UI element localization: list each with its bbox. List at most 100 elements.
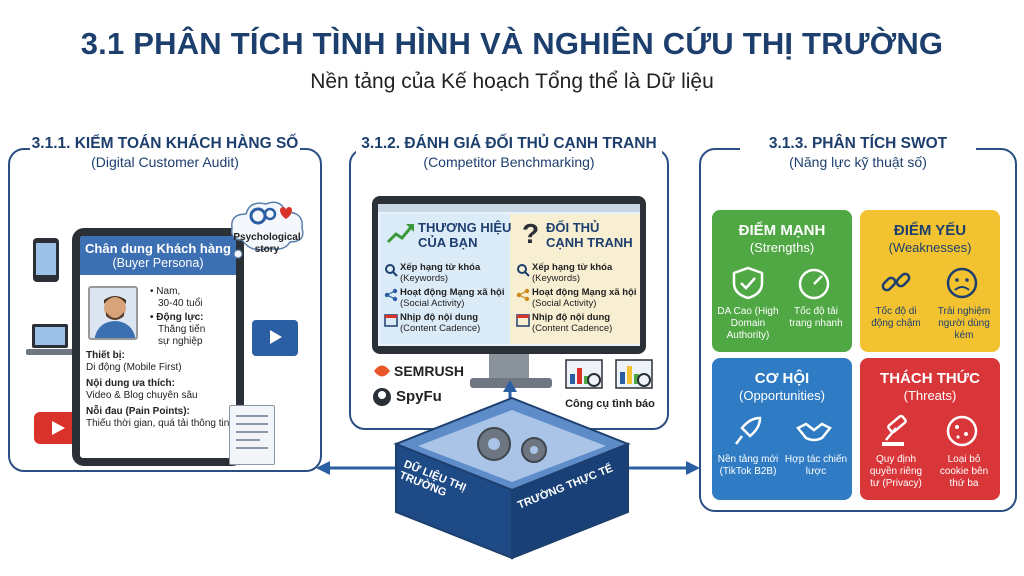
metric-sub: (Content Cadence) — [400, 323, 481, 334]
competitor-heading-line-1: ĐỐI THỦ — [546, 220, 600, 235]
your-brand-heading: THƯƠNG HIỆU CỦA BẠN — [418, 220, 511, 250]
swot-title-text: 3.1.3. PHÂN TÍCH SWOT — [768, 135, 948, 152]
persona-device-label: Thiết bị: — [86, 350, 125, 361]
audit-panel-title: 3.1.1. KIỂM TOÁN KHÁCH HÀNG SỐ (Digital … — [30, 134, 300, 172]
swot-strengths: ĐIỂM MẠNH (Strengths) DA Cao (High Domai… — [712, 210, 852, 352]
your-brand-heading-line-1: THƯƠNG HIỆU — [418, 220, 512, 235]
left-arrow — [316, 461, 404, 475]
speedometer-icon — [798, 268, 830, 300]
threats-item-2: Loại bỏ cookie bên thứ ba — [939, 454, 989, 489]
persona-header: Chân dung Khách hàng (Buyer Persona) — [80, 236, 236, 275]
buyer-persona-card: Chân dung Khách hàng (Buyer Persona) • N… — [80, 236, 236, 458]
competitor-subtitle-text: (Competitor Benchmarking) — [423, 154, 595, 170]
page-subtitle: Nền tảng của Kế hoạch Tổng thể là Dữ liệ… — [310, 70, 714, 93]
persona-content-label: Nội dung ưa thích: — [86, 378, 175, 389]
smartphone-icon — [33, 238, 59, 282]
metric-label: Hoạt động Mạng xã hội — [532, 287, 637, 298]
persona-motivation: • Động lực: Thăng tiến sự nghiệp — [150, 312, 205, 348]
opportunities-item-1: Nền tảng mới (TikTok B2B) — [717, 454, 779, 477]
metric-sub: (Keywords) — [532, 273, 581, 284]
strengths-item-1: DA Cao (High Domain Authority) — [717, 306, 779, 341]
persona-motivation-value-1: Thăng tiến — [158, 324, 206, 335]
competitor-panel-title: 3.1.2. ĐÁNH GIÁ ĐỐI THỦ CẠNH TRANH (Comp… — [356, 134, 662, 172]
share-icon — [516, 288, 530, 302]
video-player-icon — [252, 320, 298, 356]
persona-content: Nội dung ưa thích: Video & Blog chuyên s… — [86, 378, 198, 402]
thought-cloud-icon — [230, 201, 304, 259]
persona-motivation-label: • Động lực: — [150, 312, 204, 323]
browser-toolbar — [378, 204, 640, 212]
weaknesses-item-2: Trải nghiệm người dùng kém — [937, 306, 991, 341]
handshake-icon — [796, 422, 832, 442]
persona-pain-points: Nỗi đau (Pain Points): Thiếu thời gian, … — [86, 406, 236, 430]
strengths-title: ĐIỂM MẠNH — [738, 222, 826, 239]
psychological-story-label: Psychological story — [233, 232, 301, 255]
audit-subtitle-text: (Digital Customer Audit) — [91, 154, 239, 170]
persona-device-value: Di động (Mobile First) — [86, 362, 182, 373]
market-data-cube — [393, 396, 631, 560]
growth-arrow-icon — [386, 224, 414, 244]
cookie-icon — [946, 415, 978, 447]
rocket-icon — [735, 416, 762, 445]
metric-sub: (Social Activity) — [532, 298, 597, 309]
search-icon — [517, 264, 530, 277]
persona-age-line-1: • Nam, — [150, 286, 181, 297]
persona-pain-value: Thiếu thời gian, quá tải thông tin — [86, 418, 230, 429]
gavel-icon — [882, 414, 907, 446]
monitor-stand — [489, 354, 529, 380]
persona-pain-label: Nỗi đau (Pain Points): — [86, 406, 190, 417]
threats-item-1: Quy định quyền riêng tư (Privacy) — [869, 454, 923, 489]
metric-label: Nhịp độ nội dung — [400, 312, 479, 323]
persona-subtitle: (Buyer Persona) — [112, 256, 204, 270]
swot-threats: THÁCH THỨC (Threats) Quy định quyền riên… — [860, 358, 1000, 500]
persona-motivation-value-2: sự nghiệp — [158, 336, 203, 347]
competitor-cadence-metric: Nhịp độ nội dung(Content Cadence) — [532, 312, 612, 334]
metric-sub: (Keywords) — [400, 273, 449, 284]
audit-title-text: 3.1.1. KIỂM TOÁN KHÁCH HÀNG SỐ — [31, 135, 299, 152]
threats-title: THÁCH THỨC — [880, 370, 980, 387]
metric-sub: (Social Activity) — [400, 298, 465, 309]
broken-chain-icon — [881, 272, 911, 292]
strengths-item-2: Tốc độ tải trang nhanh — [789, 306, 843, 329]
semrush-logo-icon — [374, 365, 390, 377]
your-keywords-metric: Xếp hạng từ khóa(Keywords) — [400, 262, 480, 284]
search-icon — [385, 264, 398, 277]
opportunities-item-2: Hợp tác chiến lược — [784, 454, 848, 477]
analytics-tools-icon — [565, 359, 653, 389]
competitor-title-text: 3.1.2. ĐÁNH GIÁ ĐỐI THỦ CẠNH TRANH — [361, 135, 657, 152]
spyfu-logo-icon — [373, 388, 391, 406]
weaknesses-subtitle: (Weaknesses) — [888, 240, 972, 255]
swot-weaknesses: ĐIỂM YẾU (Weaknesses) Tốc độ di động chậ… — [860, 210, 1000, 352]
metric-label: Nhịp độ nội dung — [532, 312, 611, 323]
question-mark-icon: ? — [522, 218, 540, 249]
persona-device: Thiết bị: Di động (Mobile First) — [86, 350, 182, 374]
metric-label: Xếp hạng từ khóa — [400, 262, 481, 273]
spyfu-logo: SpyFu — [396, 388, 442, 405]
shield-check-icon — [732, 266, 764, 300]
opportunities-title: CƠ HỘI — [754, 370, 810, 387]
weaknesses-item-1: Tốc độ di động chậm — [871, 306, 921, 329]
persona-age: • Nam, 30-40 tuổi — [150, 286, 202, 310]
persona-title: Chân dung Khách hàng — [85, 241, 231, 256]
persona-age-line-2: 30-40 tuổi — [158, 298, 203, 309]
right-arrow — [620, 461, 700, 475]
strengths-subtitle: (Strengths) — [749, 240, 815, 255]
avatar — [88, 286, 138, 340]
your-brand-heading-line-2: CỦA BẠN — [418, 235, 478, 250]
swot-opportunities: CƠ HỘI (Opportunities) Nền tảng mới (Tik… — [712, 358, 852, 500]
threats-subtitle: (Threats) — [903, 388, 957, 403]
metric-sub: (Content Cadence) — [532, 323, 613, 334]
weaknesses-title: ĐIỂM YẾU — [893, 222, 967, 239]
your-social-metric: Hoạt động Mạng xã hội(Social Activity) — [400, 287, 505, 309]
swot-panel-title: 3.1.3. PHÂN TÍCH SWOT (Năng lực kỹ thuật… — [740, 134, 976, 172]
competitor-social-metric: Hoạt động Mạng xã hội(Social Activity) — [532, 287, 637, 309]
your-cadence-metric: Nhịp độ nội dung(Content Cadence) — [400, 312, 480, 334]
semrush-logo: SEMRUSH — [394, 363, 465, 379]
competitor-column — [510, 214, 640, 344]
metric-label: Hoạt động Mạng xã hội — [400, 287, 505, 298]
opportunities-subtitle: (Opportunities) — [739, 388, 825, 403]
intelligence-tools-label: Công cụ tình báo — [565, 398, 655, 410]
swot-subtitle-text: (Năng lực kỹ thuật số) — [789, 154, 927, 170]
sad-face-icon — [946, 267, 978, 299]
competitor-heading: ĐỐI THỦ CẠNH TRANH — [546, 220, 633, 250]
